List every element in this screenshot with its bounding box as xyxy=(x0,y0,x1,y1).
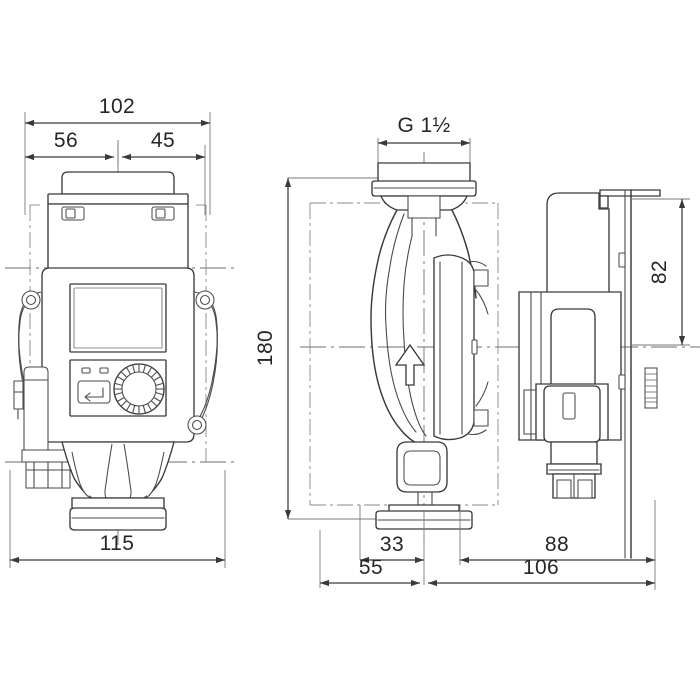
connector-keyway xyxy=(562,392,576,420)
mode-button[interactable] xyxy=(77,380,111,404)
motor-module-step xyxy=(598,192,610,210)
dim-115-label: 115 xyxy=(100,532,135,555)
spigot-slot-left xyxy=(556,479,572,499)
flow-direction-arrow xyxy=(394,343,426,386)
dim-106-label: 106 xyxy=(523,556,559,579)
dim-88: 88 xyxy=(459,500,656,590)
dim-56-label: 56 xyxy=(54,129,78,152)
dim-56: 56 xyxy=(25,129,114,161)
volute-rib-center-left xyxy=(104,443,113,499)
dim-180: 180 xyxy=(254,177,380,520)
dim-102-label: 102 xyxy=(99,95,135,118)
screw-head-left xyxy=(65,208,76,219)
right-side-view: 82 88 106 xyxy=(428,189,690,590)
display-screen[interactable] xyxy=(69,283,167,353)
heat-sink-fins xyxy=(644,367,658,409)
mounting-hole-top-left xyxy=(25,294,37,306)
flange-base xyxy=(69,507,167,531)
dim-33-label: 33 xyxy=(380,533,404,556)
spigot-collar xyxy=(546,463,602,475)
return-arrow-icon xyxy=(84,387,104,402)
front-construction-box xyxy=(29,204,207,462)
dim-55: 55 xyxy=(319,530,420,588)
bracket-lip xyxy=(599,195,609,209)
dim-45: 45 xyxy=(122,129,205,161)
pump-body-left-inner xyxy=(384,213,417,433)
rail-clip-bottom xyxy=(618,374,626,390)
motor-flange-ribs xyxy=(439,261,463,435)
display-screen-bezel xyxy=(73,287,163,349)
dim-82: 82 xyxy=(631,198,690,346)
volute-rib-right xyxy=(145,451,165,499)
dim-88-label: 88 xyxy=(545,533,569,556)
mounting-hole-bottom-right xyxy=(191,419,203,431)
led-indicator-left xyxy=(81,367,91,374)
spigot-slot-right xyxy=(577,479,593,499)
pump-body-left xyxy=(370,209,424,447)
pump-body-left-inner2 xyxy=(402,235,427,437)
dim-106: 106 xyxy=(428,556,655,587)
suction-bore-walls xyxy=(411,217,437,237)
rotary-knob[interactable] xyxy=(113,363,165,415)
section-view: G 1½ 180 xyxy=(254,114,700,588)
locating-notch xyxy=(471,339,478,355)
nameplate-boss-bottom xyxy=(473,409,489,427)
dim-180-label: 180 xyxy=(254,330,277,366)
terminal-lid-rim xyxy=(47,193,189,205)
dim-115: 115 xyxy=(9,470,226,568)
connector-shroud xyxy=(523,389,537,435)
motor-flange-taper xyxy=(475,289,489,407)
terminal-lid xyxy=(61,171,175,195)
cable-gland xyxy=(13,366,75,489)
dim-G112-label: G 1½ xyxy=(398,114,451,137)
motor-flange-chamfers xyxy=(467,260,487,436)
dim-45-label: 45 xyxy=(151,129,175,152)
mounting-hole-top-right xyxy=(199,294,211,306)
dim-102: 102 xyxy=(25,95,210,127)
volute-rib-center-right xyxy=(123,443,132,499)
suction-bore xyxy=(407,195,441,219)
led-indicator-right xyxy=(99,367,109,374)
front-view: 102 56 45 xyxy=(5,95,238,568)
rail-clip-top xyxy=(618,252,626,268)
dim-55-label: 55 xyxy=(359,556,383,579)
nameplate-boss-top xyxy=(473,269,489,287)
drain-plug-inner xyxy=(403,450,441,486)
mounting-bracket-top xyxy=(599,189,661,197)
screw-head-right xyxy=(155,208,166,219)
dim-82-label: 82 xyxy=(648,260,671,284)
spigot-upper xyxy=(550,441,598,465)
rotary-knob-knurling xyxy=(114,364,164,414)
housing-outline-right-2 xyxy=(195,295,218,429)
dim-33: 33 xyxy=(359,505,425,585)
volute-rib-left xyxy=(71,451,91,499)
